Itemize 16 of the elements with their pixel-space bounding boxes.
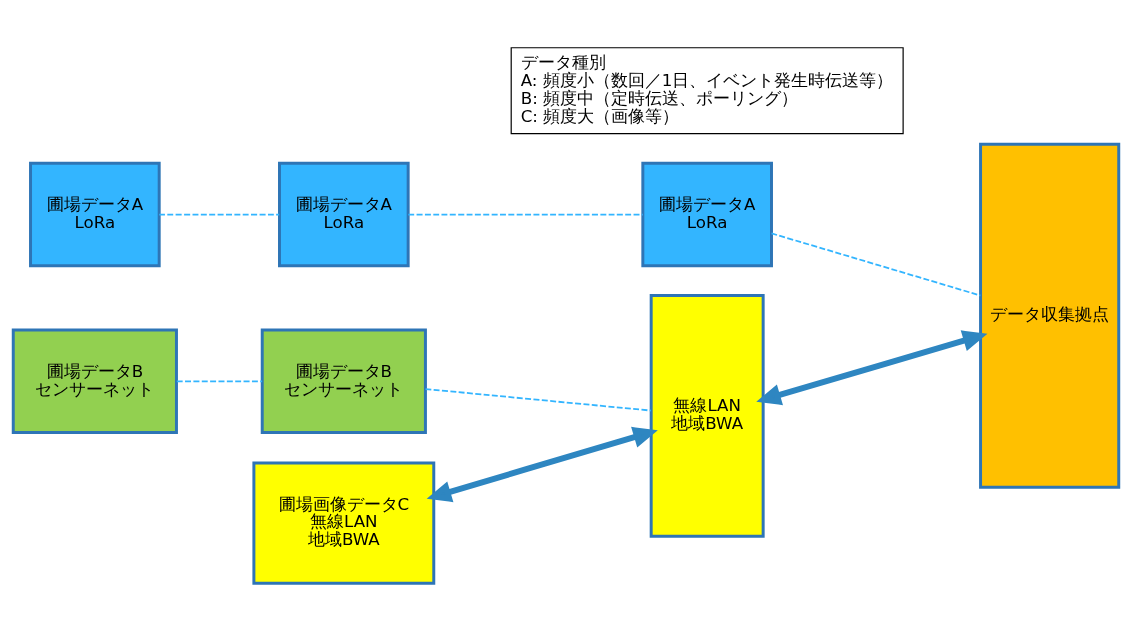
node-box: 圃場画像データC 無線LAN 地域BWA: [252, 460, 436, 585]
connector: [424, 387, 652, 411]
node-box: 圃場データA LoRa: [641, 161, 773, 267]
connector: [407, 213, 644, 215]
node-box: データ収集拠点: [979, 142, 1121, 489]
node-box: 無線LAN 地域BWA: [649, 293, 765, 538]
node-box: 圃場データB センサーネット: [11, 328, 178, 434]
node-box: データ種別 A: 頻度小（数回／1日、イベント発生時伝送等） B: 頻度中（定時伝送、ポーリング） C: 頻度大（画像等）: [510, 46, 904, 134]
connector: [158, 213, 281, 215]
node-box: 圃場データA LoRa: [278, 161, 410, 267]
arrow: [756, 329, 988, 405]
connector: [175, 379, 264, 382]
connector: [770, 231, 982, 296]
arrow: [426, 426, 658, 502]
node-box: 圃場データB センサーネット: [260, 328, 427, 434]
node-box: 圃場データA LoRa: [29, 161, 161, 267]
